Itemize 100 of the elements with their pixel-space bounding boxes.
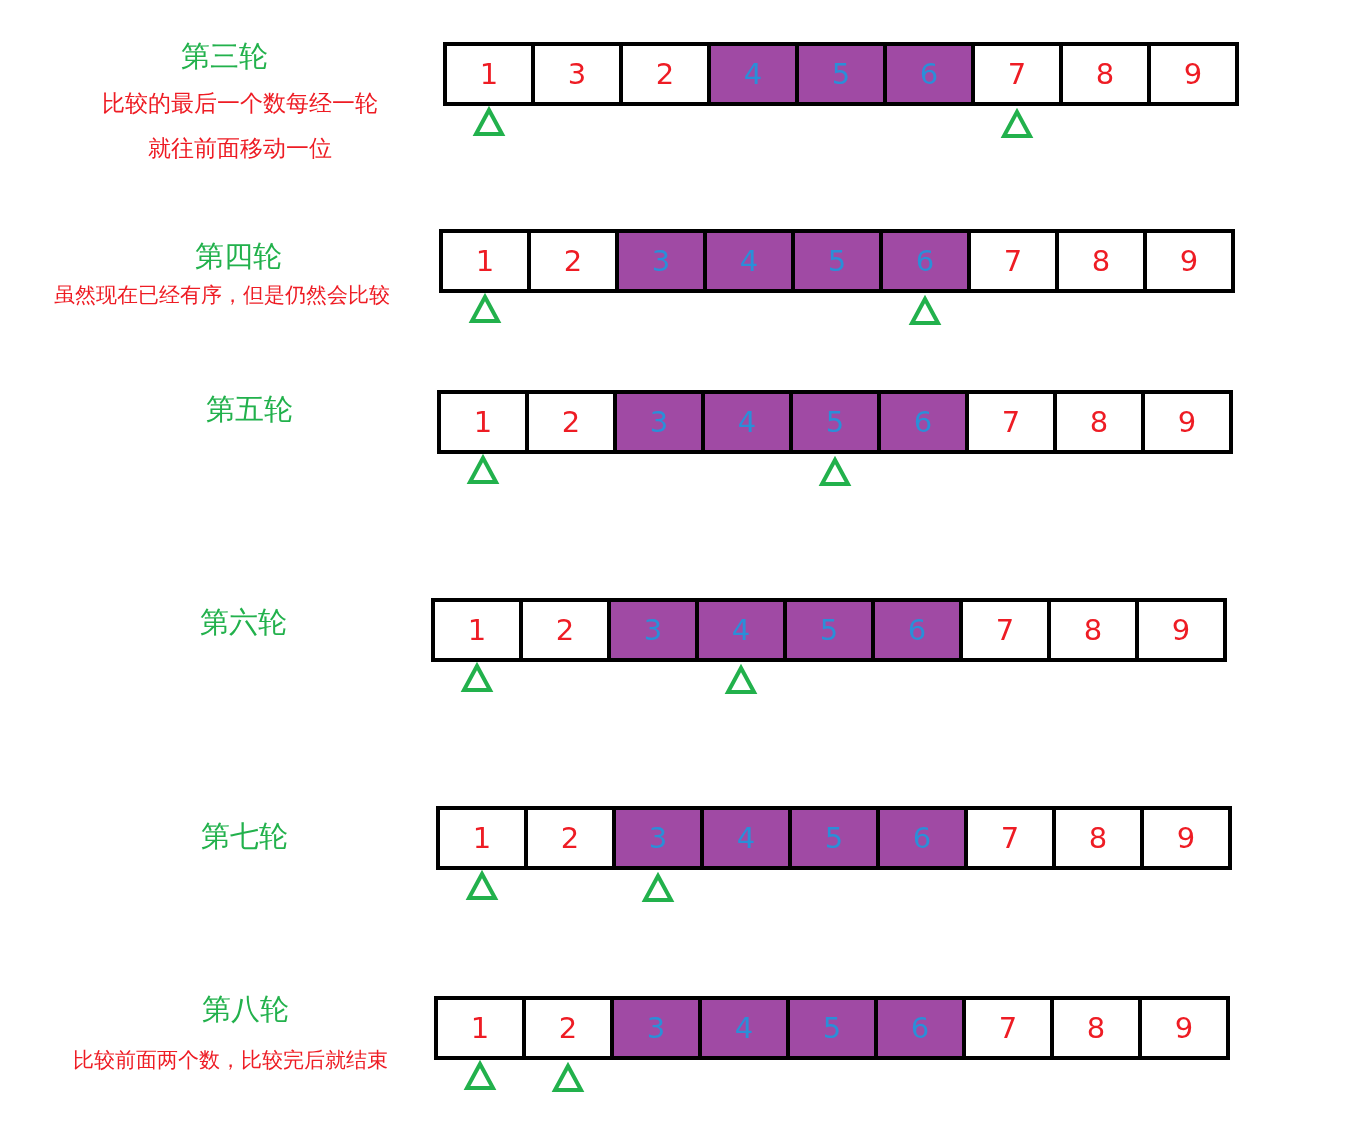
cell-number: 1 [479, 57, 499, 91]
round-title: 第七轮 [200, 818, 288, 854]
highlighted-array-cell [702, 1000, 786, 1056]
array-cell [966, 1000, 1050, 1056]
highlighted-array-cell [705, 394, 789, 450]
highlighted-array-cell [787, 602, 871, 658]
cell-number: 7 [995, 613, 1015, 647]
highlighted-array-cell [704, 810, 788, 866]
cell-number: 2 [560, 821, 580, 855]
cell-number: 6 [907, 613, 927, 647]
highlighted-array-cell [711, 46, 795, 102]
array-cell [526, 1000, 610, 1056]
highlighted-array-cell [699, 602, 783, 658]
array-cell [523, 602, 607, 658]
array-cell [623, 46, 707, 102]
array-cell [1145, 394, 1229, 450]
array-cell [435, 602, 519, 658]
round-title: 第四轮 [194, 238, 282, 274]
array-cell [969, 394, 1053, 450]
cell-number: 6 [913, 405, 933, 439]
array-cell [1057, 394, 1141, 450]
cell-number: 1 [475, 244, 495, 278]
cell-number: 9 [1177, 405, 1197, 439]
cell-number: 2 [558, 1011, 578, 1045]
array-cell [447, 46, 531, 102]
cell-number: 1 [467, 613, 487, 647]
cell-number: 2 [655, 57, 675, 91]
cell-number: 8 [1089, 405, 1109, 439]
cell-number: 8 [1095, 57, 1115, 91]
cell-number: 4 [739, 244, 759, 278]
cell-number: 9 [1176, 821, 1196, 855]
cell-number: 7 [1007, 57, 1027, 91]
cell-number: 9 [1179, 244, 1199, 278]
array-cell [443, 233, 527, 289]
highlighted-array-cell [881, 394, 965, 450]
note-text: 虽然现在已经有序，但是仍然会比较 [54, 283, 390, 309]
cell-number: 3 [643, 613, 663, 647]
highlighted-array-cell [793, 394, 877, 450]
note-text: 比较前面两个数，比较完后就结束 [72, 1048, 388, 1074]
array-cell [1056, 810, 1140, 866]
cell-number: 5 [824, 821, 844, 855]
cell-number: 5 [827, 244, 847, 278]
note-text: 比较的最后一个数每经一轮就往前面移动一位 [101, 89, 379, 163]
highlighted-array-cell [878, 1000, 962, 1056]
highlighted-array-cell [617, 394, 701, 450]
highlighted-array-cell [883, 233, 967, 289]
highlighted-array-cell [799, 46, 883, 102]
round-title: 第五轮 [205, 391, 293, 427]
array-cell [1144, 810, 1228, 866]
highlighted-array-cell [875, 602, 959, 658]
highlighted-array-cell [611, 602, 695, 658]
array-cell [975, 46, 1059, 102]
array-cell [441, 394, 525, 450]
cell-number: 7 [1000, 821, 1020, 855]
cell-number: 9 [1183, 57, 1203, 91]
array-cell [1142, 1000, 1226, 1056]
array-cell [1054, 1000, 1138, 1056]
array-cell [968, 810, 1052, 866]
cell-number: 4 [737, 405, 757, 439]
array-cell [440, 810, 524, 866]
cell-number: 4 [731, 613, 751, 647]
cell-number: 3 [646, 1011, 666, 1045]
cell-number: 8 [1088, 821, 1108, 855]
cell-number: 7 [998, 1011, 1018, 1045]
cell-number: 4 [734, 1011, 754, 1045]
highlighted-array-cell [707, 233, 791, 289]
array-cell [528, 810, 612, 866]
cell-number: 3 [651, 244, 671, 278]
highlighted-array-cell [619, 233, 703, 289]
cell-number: 7 [1003, 244, 1023, 278]
array-cell [531, 233, 615, 289]
highlighted-array-cell [790, 1000, 874, 1056]
highlighted-array-cell [616, 810, 700, 866]
cell-number: 5 [825, 405, 845, 439]
cell-number: 7 [1001, 405, 1021, 439]
cell-number: 8 [1083, 613, 1103, 647]
cell-number: 9 [1171, 613, 1191, 647]
cell-number: 5 [831, 57, 851, 91]
array-cell [1063, 46, 1147, 102]
round-title: 第六轮 [199, 604, 287, 640]
cell-number: 6 [919, 57, 939, 91]
round-title: 第三轮 [180, 38, 268, 74]
array-cell [1147, 233, 1231, 289]
cell-number: 1 [470, 1011, 490, 1045]
cell-number: 8 [1086, 1011, 1106, 1045]
highlighted-array-cell [887, 46, 971, 102]
cell-number: 6 [915, 244, 935, 278]
array-cell [535, 46, 619, 102]
cell-number: 4 [743, 57, 763, 91]
array-cell [1051, 602, 1135, 658]
array-cell [529, 394, 613, 450]
round-title: 第八轮 [201, 991, 289, 1027]
cell-number: 6 [910, 1011, 930, 1045]
cell-number: 9 [1174, 1011, 1194, 1045]
array-cell [1151, 46, 1235, 102]
cell-number: 2 [563, 244, 583, 278]
cell-number: 1 [473, 405, 493, 439]
array-cell [963, 602, 1047, 658]
cell-number: 8 [1091, 244, 1111, 278]
array-cell [438, 1000, 522, 1056]
